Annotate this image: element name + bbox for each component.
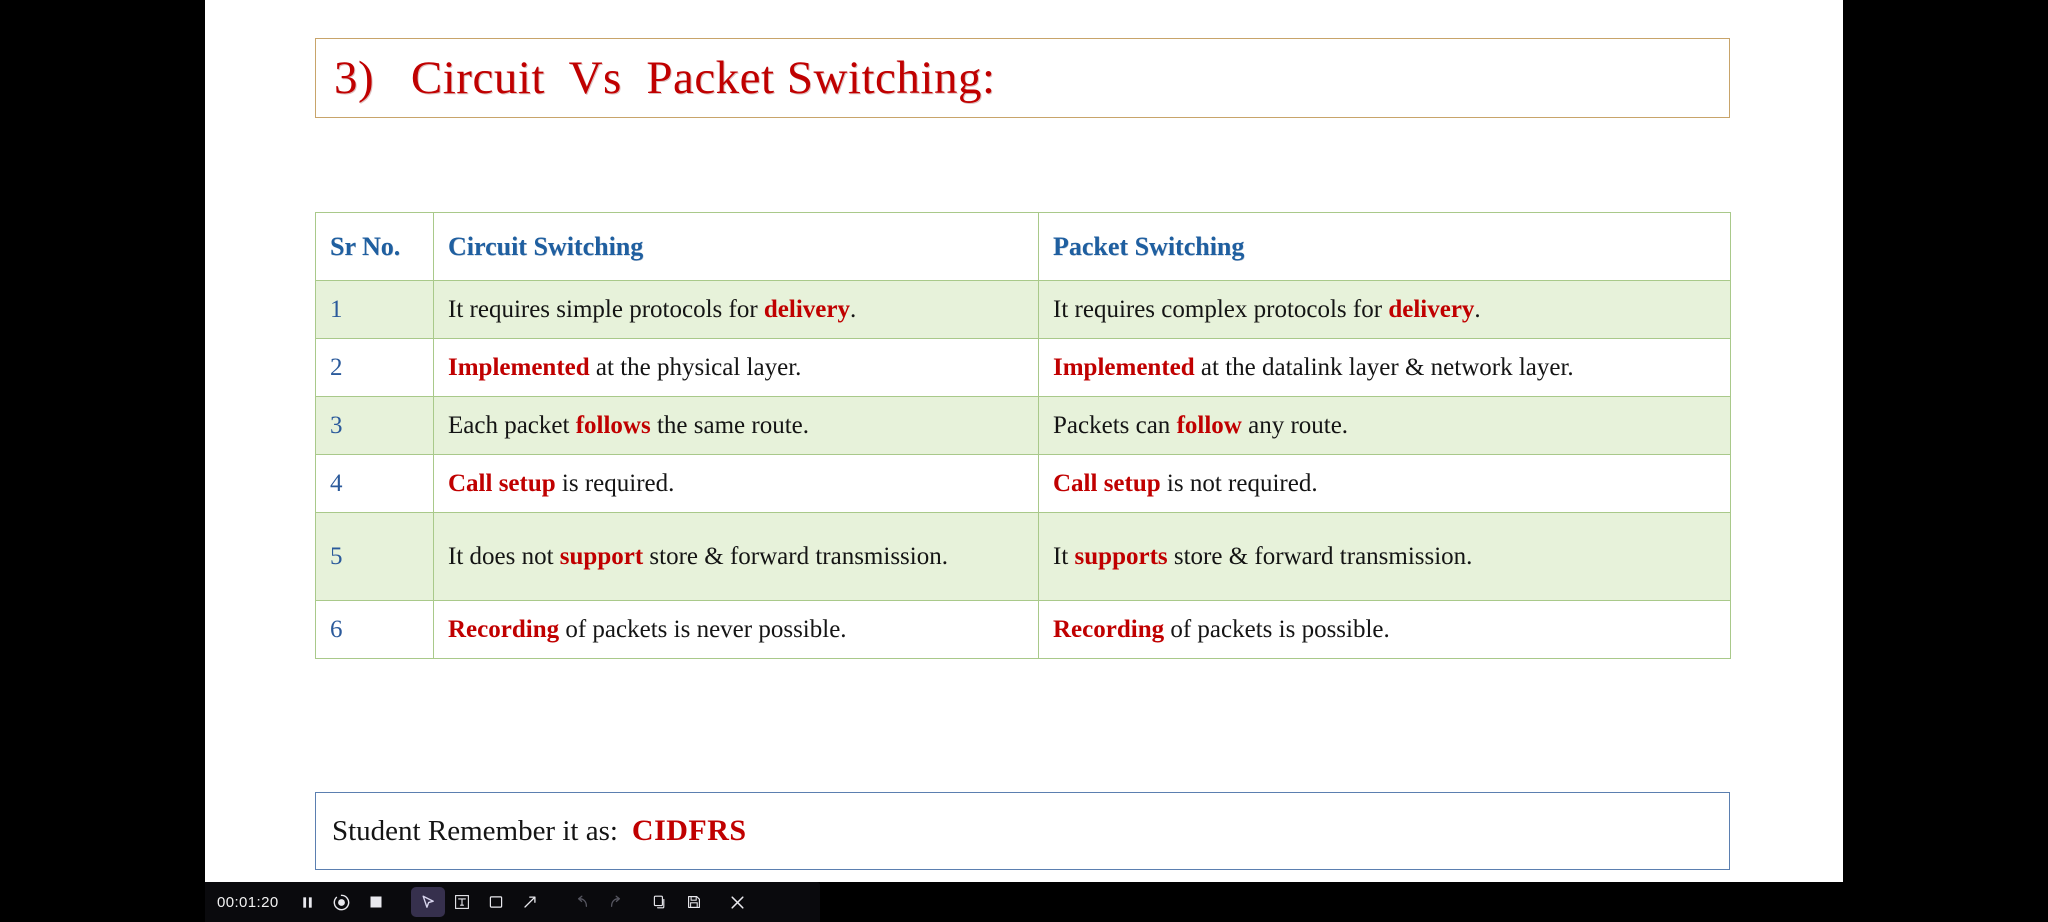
table-row: 3 Each packet follows the same route. Pa…	[315, 396, 1731, 455]
table-row: 6 Recording of packets is never possible…	[315, 600, 1731, 659]
text-pre: Packets can	[1053, 411, 1177, 439]
highlight-term: follow	[1176, 411, 1242, 439]
comparison-table: Sr No. Circuit Switching Packet Switchin…	[315, 212, 1731, 659]
cell-packet-switching: Recording of packets is possible.	[1038, 600, 1731, 659]
table-row: 4 Call setup is required. Call setup is …	[315, 454, 1731, 513]
text-pre: It requires simple protocols for	[448, 295, 764, 323]
highlight-term: Implemented	[448, 353, 590, 381]
pause-icon[interactable]	[291, 887, 325, 917]
text-tool-icon[interactable]	[445, 887, 479, 917]
cell-sr-no: 2	[315, 338, 434, 397]
text-post: store & forward transmission.	[643, 542, 948, 570]
highlight-term: support	[559, 542, 644, 570]
highlight-term: Implemented	[1053, 353, 1195, 381]
text-post: at the physical layer.	[589, 353, 802, 381]
cell-circuit-switching: Recording of packets is never possible.	[433, 600, 1039, 659]
highlight-term: Recording	[1053, 615, 1165, 643]
highlight-term: supports	[1074, 542, 1168, 570]
cell-sr-no: 6	[315, 600, 434, 659]
stop-icon[interactable]	[359, 887, 393, 917]
comparison-table-wrapper: Sr No. Circuit Switching Packet Switchin…	[315, 212, 1731, 659]
highlight-term: Recording	[448, 615, 560, 643]
text-post: store & forward transmission.	[1167, 542, 1473, 570]
text-pre: It requires complex protocols for	[1053, 295, 1389, 323]
cell-packet-switching: Call setup is not required.	[1038, 454, 1731, 513]
cell-packet-switching: Packets can follow any route.	[1038, 396, 1731, 455]
table-row: 5 It does not support store & forward tr…	[315, 512, 1731, 601]
text-pre: It	[1053, 542, 1075, 570]
recording-timer: 00:01:20	[217, 893, 279, 911]
column-header-circuit-switching: Circuit Switching	[433, 212, 1039, 281]
presentation-slide: 3) Circuit Vs Packet Switching: Sr No. C…	[205, 0, 1843, 882]
cell-circuit-switching: Call setup is required.	[433, 454, 1039, 513]
cell-sr-no: 3	[315, 396, 434, 455]
text-pre: It does not	[448, 542, 560, 570]
cell-circuit-switching: Implemented at the physical layer.	[433, 338, 1039, 397]
mnemonic-value: CIDFRS	[631, 814, 747, 847]
table-row: 1 It requires simple protocols for deliv…	[315, 280, 1731, 339]
cell-sr-no: 5	[315, 512, 434, 601]
cell-circuit-switching: It does not support store & forward tran…	[433, 512, 1039, 601]
table-body: 1 It requires simple protocols for deliv…	[315, 280, 1731, 659]
cell-sr-no: 1	[315, 280, 434, 339]
text-pre: Each packet	[448, 411, 576, 439]
cell-packet-switching: Implemented at the datalink layer & netw…	[1038, 338, 1731, 397]
column-header-packet-switching: Packet Switching	[1038, 212, 1731, 281]
undo-icon[interactable]	[565, 887, 599, 917]
text-post: .	[850, 295, 857, 323]
text-post: of packets is never possible.	[559, 615, 847, 643]
cell-sr-no: 4	[315, 454, 434, 513]
mnemonic-label: Student Remember it as:	[332, 814, 618, 847]
table-row: 2 Implemented at the physical layer. Imp…	[315, 338, 1731, 397]
highlight-term: follows	[575, 411, 651, 439]
cursor-icon[interactable]	[410, 887, 445, 917]
page-title: 3) Circuit Vs Packet Switching:	[334, 52, 996, 104]
cell-circuit-switching: Each packet follows the same route.	[433, 396, 1039, 455]
highlight-term: delivery	[763, 295, 850, 323]
cell-packet-switching: It supports store & forward transmission…	[1038, 512, 1731, 601]
column-header-sr-no: Sr No.	[315, 212, 434, 281]
text-post: at the datalink layer & network layer.	[1194, 353, 1574, 381]
record-icon[interactable]	[325, 887, 359, 917]
highlight-term: Call setup	[448, 469, 556, 497]
text-post: is required.	[555, 469, 675, 497]
cell-packet-switching: It requires complex protocols for delive…	[1038, 280, 1731, 339]
close-icon[interactable]	[721, 887, 755, 917]
text-post: of packets is possible.	[1164, 615, 1390, 643]
text-post: is not required.	[1160, 469, 1318, 497]
cell-circuit-switching: It requires simple protocols for deliver…	[433, 280, 1039, 339]
highlight-term: delivery	[1388, 295, 1475, 323]
highlight-term: Call setup	[1053, 469, 1161, 497]
copy-icon[interactable]	[643, 887, 677, 917]
table-header-row: Sr No. Circuit Switching Packet Switchin…	[315, 212, 1731, 281]
table-header: Sr No. Circuit Switching Packet Switchin…	[315, 212, 1731, 281]
arrow-icon[interactable]	[513, 887, 547, 917]
rectangle-icon[interactable]	[479, 887, 513, 917]
redo-icon[interactable]	[599, 887, 633, 917]
text-post: the same route.	[650, 411, 809, 439]
mnemonic-note-box: Student Remember it as: CIDFRS	[315, 792, 1730, 870]
text-post: any route.	[1241, 411, 1349, 439]
text-post: .	[1474, 295, 1481, 323]
slide-title-box: 3) Circuit Vs Packet Switching:	[315, 38, 1730, 118]
save-icon[interactable]	[677, 887, 711, 917]
screen-recorder-toolbar[interactable]: 00:01:20	[205, 882, 820, 922]
